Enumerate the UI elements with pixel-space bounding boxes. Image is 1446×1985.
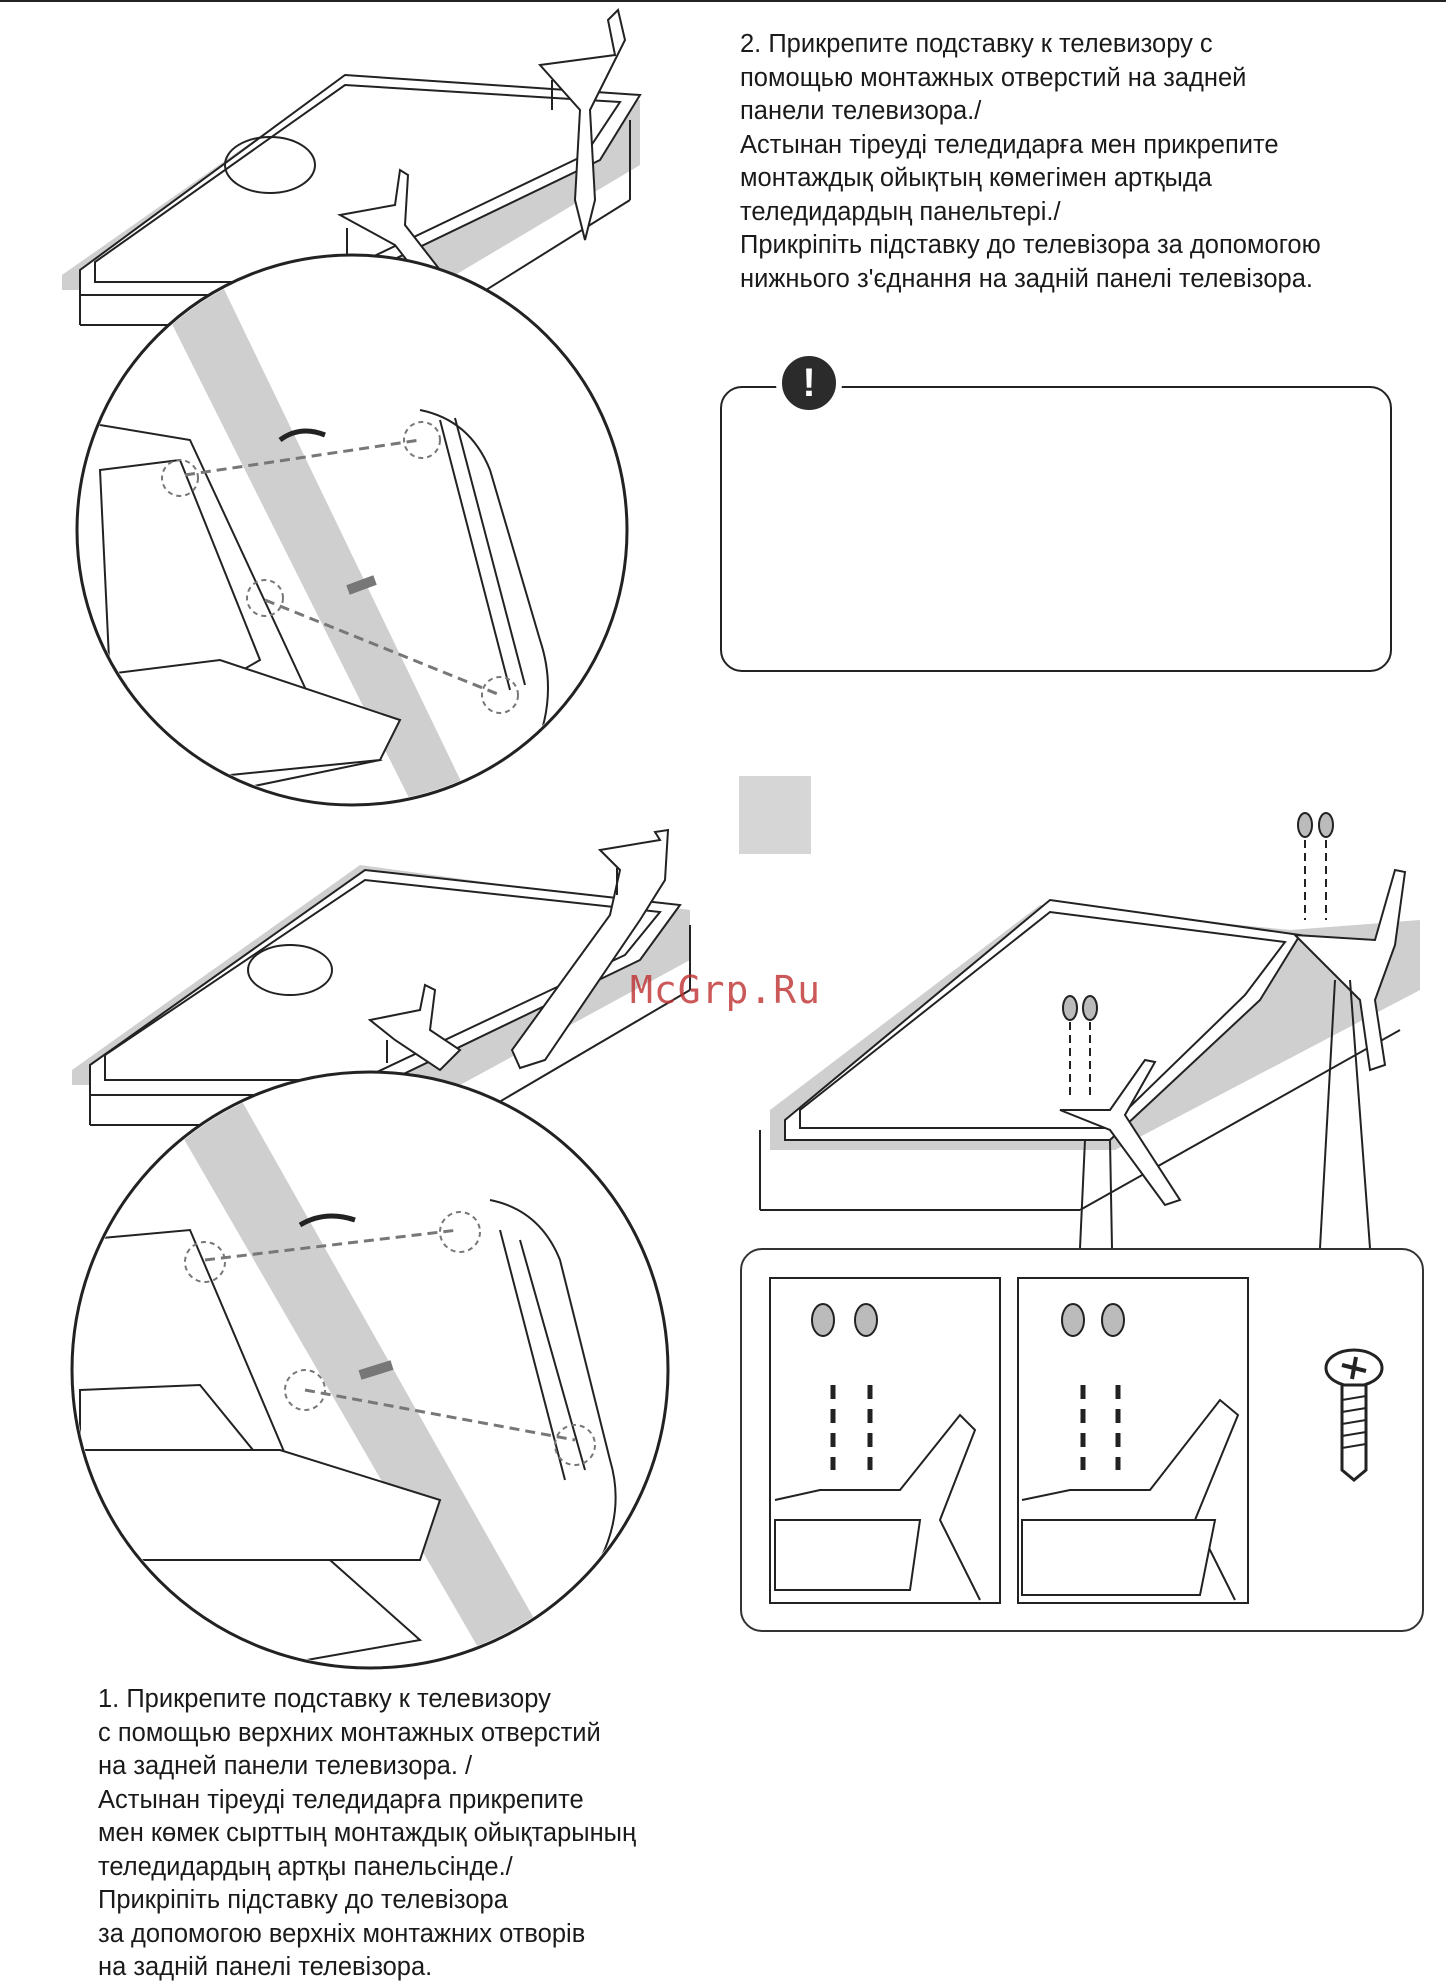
step1-instructions: 1. Прикрепите подставку к телевизору с п… xyxy=(98,1683,738,1985)
step2-line: монтаждық ойықтың көмегімен артқыда xyxy=(740,164,1212,192)
tv-back-top xyxy=(62,8,642,326)
step2-line: панели телевизора./ xyxy=(740,97,982,125)
step2-instructions: 2. Прикрепите подставку к телевизору с п… xyxy=(740,28,1420,296)
step1-line: Астынан тіреуді теледидарға прикрепите xyxy=(98,1785,584,1814)
step2-line: Прикріпіть підставку до телевізора за до… xyxy=(740,231,1321,259)
grey-marker-square xyxy=(739,776,811,854)
caution-note-box xyxy=(720,386,1392,672)
step2-line: нижнього з'єднання на задній панелі теле… xyxy=(740,264,1313,293)
screw-icon xyxy=(1324,1348,1384,1482)
caution-icon: ! xyxy=(776,350,842,416)
top-rule xyxy=(0,0,1446,2)
step1-line: 1. Прикрепите подставку к телевизору xyxy=(98,1685,551,1713)
step1-line: с помощью верхних монтажных отверстий xyxy=(98,1718,601,1747)
step2-line: Астынан тіреуді теледидарға мен прикрепи… xyxy=(740,130,1279,159)
step1-line: на задній панелі телевізора. xyxy=(98,1953,433,1981)
zoom-circle-bottom xyxy=(70,1070,670,1670)
step1-line: на задней панели телевизора. / xyxy=(98,1752,473,1780)
step2-line: 2. Прикрепите подставку к телевизору с xyxy=(740,30,1213,58)
step1-line: за допомогою верхніх монтажних отворів xyxy=(98,1919,586,1948)
step1-line: теледидардың артқы панельсінде./ xyxy=(98,1852,513,1881)
step2-line: помощью монтажных отверстий на задней xyxy=(740,63,1247,92)
watermark: McGrp.Ru xyxy=(630,968,822,1012)
tv-back-middle xyxy=(72,828,691,1126)
step2-line: теледидардың панельтері./ xyxy=(740,197,1061,226)
step1-line: мен көмек сырттың монтаждық ойықтарының xyxy=(98,1819,637,1847)
step1-line: Прикріпіть підставку до телевізора xyxy=(98,1886,508,1914)
tv-back-right xyxy=(759,812,1420,1249)
